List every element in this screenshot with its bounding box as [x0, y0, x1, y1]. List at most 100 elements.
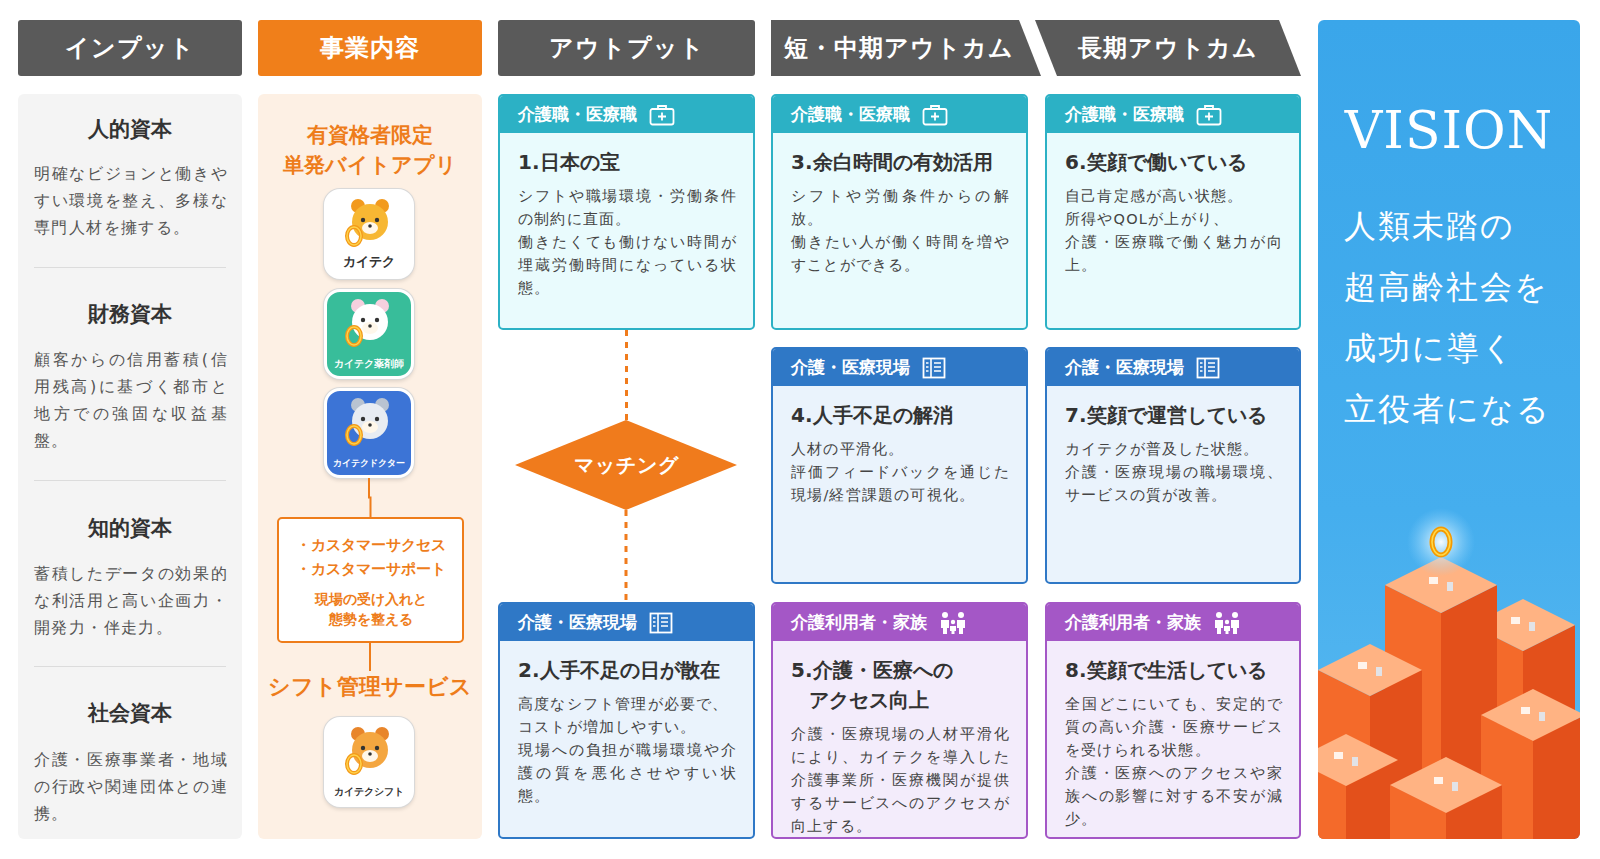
- vision-panel: VISION 人類未踏の 超高齢社会を 成功に導く 立役者になる: [1318, 20, 1580, 839]
- capital-title: 社会資本: [18, 699, 242, 727]
- connector-line: [625, 510, 628, 602]
- capital-body: 明確なビジョンと働きやすい環境を整え、多様な専門人材を擁する。: [34, 160, 228, 241]
- card-header: 介護・医療現場: [773, 349, 1026, 386]
- app-name: カイテクドクター: [327, 457, 411, 470]
- card-title: 6.笑顔で働いている: [1065, 147, 1283, 177]
- separator-line: [34, 267, 226, 268]
- vision-title: VISION: [1318, 100, 1580, 160]
- separator-line: [34, 480, 226, 481]
- app-icon: カイテクシフト: [324, 717, 414, 807]
- outcome-card: 介護利用者・家族 8.笑顔で生活している全国どこにいても、安定的で質の高い介護・医…: [1045, 602, 1301, 839]
- card-category: 介護・医療現場: [1065, 356, 1184, 379]
- outcome-card: 介護職・医療職 1.日本の宝シフトや職場環境・労働条件の制約に直面。働きたくても働…: [498, 94, 755, 330]
- app-name: カイテク: [327, 253, 411, 271]
- card-category: 介護職・医療職: [1065, 103, 1184, 126]
- column-header: アウトプット: [498, 20, 755, 76]
- card-title: 3.余白時間の有効活用: [791, 147, 1010, 177]
- card-body: 評価フィードバックを通じた現場/経営課題の可視化。: [791, 461, 1010, 507]
- card-header: 介護・医療現場: [500, 604, 753, 641]
- header-label: 事業内容: [320, 32, 420, 64]
- separator-line: [34, 666, 226, 667]
- capital-title: 財務資本: [18, 300, 242, 328]
- card-header: 介護職・医療職: [773, 96, 1026, 133]
- app-icon: カイテク薬剤師: [324, 289, 414, 379]
- card-body: コストが増加しやすい。: [518, 716, 737, 739]
- support-item: ・カスタマーサポート: [279, 557, 462, 581]
- mascot-image: [337, 296, 401, 350]
- card-body: 介護・医療へのアクセスや家族への影響に対する不安が減少。: [1065, 762, 1283, 831]
- capital-body: 介護・医療事業者・地域の行政や関連団体との連携。: [34, 746, 228, 827]
- mascot-image: [337, 196, 401, 250]
- card-header: 介護利用者・家族: [1047, 604, 1299, 641]
- category-icon: [922, 104, 948, 126]
- mascot-image: [337, 724, 401, 778]
- mascot-image: [337, 395, 401, 449]
- category-icon: [1213, 611, 1241, 635]
- outcome-card: 介護職・医療職 3.余白時間の有効活用シフトや労働条件からの解放。働きたい人が働く…: [771, 94, 1028, 330]
- card-category: 介護利用者・家族: [791, 611, 927, 634]
- card-body: 働きたくても働けない時間が埋蔵労働時間になっている状態。: [518, 231, 737, 300]
- app-name: カイテク薬剤師: [327, 358, 411, 371]
- card-title: 7.笑顔で運営している: [1065, 400, 1283, 430]
- card-header: 介護職・医療職: [1047, 96, 1299, 133]
- card-body: シフトや労働条件からの解放。: [791, 185, 1010, 231]
- card-header: 介護職・医療職: [500, 96, 753, 133]
- category-icon: [939, 611, 967, 635]
- card-category: 介護職・医療職: [791, 103, 910, 126]
- capital-title: 人的資本: [18, 115, 242, 143]
- card-body: シフトや職場環境・労働条件の制約に直面。: [518, 185, 737, 231]
- connector-line: [625, 330, 628, 420]
- header-label: 長期アウトカム: [1078, 32, 1258, 64]
- card-body: 人材の平滑化。: [791, 438, 1010, 461]
- card-title: 2.人手不足の日が散在: [518, 655, 737, 685]
- card-title: 5.介護・医療への アクセス向上: [791, 655, 1010, 715]
- category-icon: [1196, 357, 1220, 379]
- card-header: 介護利用者・家族: [773, 604, 1026, 641]
- app-icon: カイテク: [324, 189, 414, 279]
- card-header: 介護・医療現場: [1047, 349, 1299, 386]
- header-label: インプット: [65, 32, 195, 64]
- header-label: 短・中期アウトカム: [784, 32, 1014, 64]
- column-header: インプット: [18, 20, 242, 76]
- card-title: 4.人手不足の解消: [791, 400, 1010, 430]
- category-icon: [1196, 104, 1222, 126]
- card-category: 介護職・医療職: [518, 103, 637, 126]
- header-label: アウトプット: [549, 32, 705, 64]
- diamond-label: マッチング: [574, 452, 679, 479]
- category-icon: [922, 357, 946, 379]
- card-category: 介護・医療現場: [791, 356, 910, 379]
- card-category: 介護・医療現場: [518, 611, 637, 634]
- card-body: 所得やQOLが上がり、: [1065, 208, 1283, 231]
- app-name: カイテクシフト: [327, 785, 411, 799]
- outcome-card: 介護・医療現場 4.人手不足の解消人材の平滑化。評価フィードバックを通じた現場/経…: [771, 347, 1028, 584]
- support-note: 現場の受け入れと 態勢を整える: [279, 589, 462, 629]
- capital-body: 顧客からの信用蓄積(信用残高)に基づく都市と地方での強固な収益基盤。: [34, 346, 228, 454]
- service-heading: シフト管理サービス: [258, 672, 482, 702]
- card-body: 介護・医療職で働く魅力が向上。: [1065, 231, 1283, 277]
- card-body: 介護・医療現場の職場環境、サービスの質が改善。: [1065, 461, 1283, 507]
- card-body: 全国どこにいても、安定的で質の高い介護・医療サービスを受けられる状態。: [1065, 693, 1283, 762]
- card-body: 働きたい人が働く時間を増やすことができる。: [791, 231, 1010, 277]
- business-panel: 有資格者限定 単発バイトアプリシフト管理サービス カイテクカイテク薬剤師カイテクド…: [258, 94, 482, 839]
- vision-statement: 人類未踏の 超高齢社会を 成功に導く 立役者になる: [1344, 196, 1566, 440]
- card-category: 介護利用者・家族: [1065, 611, 1201, 634]
- category-icon: [649, 612, 673, 634]
- service-heading: 有資格者限定 単発バイトアプリ: [268, 120, 472, 180]
- connector-line: [369, 478, 371, 517]
- outcome-card: 介護職・医療職 6.笑顔で働いている自己肯定感が高い状態。所得やQOLが上がり、介…: [1045, 94, 1301, 330]
- input-panel: 人的資本明確なビジョンと働きやすい環境を整え、多様な専門人材を擁する。財務資本顧…: [18, 94, 242, 839]
- card-title: 8.笑顔で生活している: [1065, 655, 1283, 685]
- support-box: ・カスタマーサクセス・カスタマーサポート現場の受け入れと 態勢を整える: [277, 517, 464, 643]
- card-body: カイテクが普及した状態。: [1065, 438, 1283, 461]
- card-body: 介護・医療現場の人材平滑化により、カイテクを導入した介護事業所・医療機関が提供す…: [791, 723, 1010, 838]
- card-title: 1.日本の宝: [518, 147, 737, 177]
- support-item: ・カスタマーサクセス: [279, 533, 462, 557]
- leader-line: [369, 643, 371, 671]
- outcome-card: 介護・医療現場2.人手不足の日が散在高度なシフト管理が必要で、コストが増加しやす…: [498, 602, 755, 839]
- column-header: 短・中期アウトカム: [771, 20, 1041, 76]
- capital-title: 知的資本: [18, 514, 242, 542]
- card-body: 現場への負担が職場環境や介護の質を悪化させやすい状態。: [518, 739, 737, 808]
- card-body: 自己肯定感が高い状態。: [1065, 185, 1283, 208]
